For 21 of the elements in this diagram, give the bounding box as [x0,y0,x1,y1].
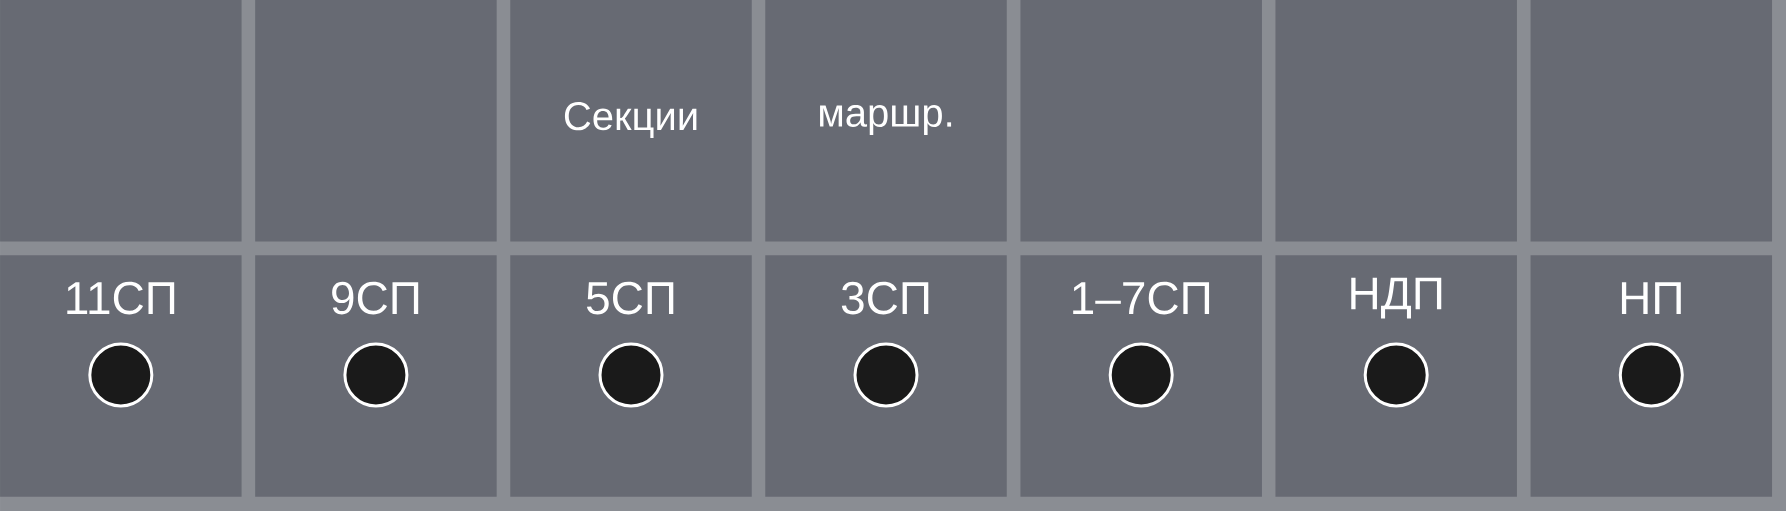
indicator-lamp [853,342,919,408]
panel-cell: НДП [1275,255,1517,497]
indicator-lamp [1363,342,1429,408]
indicator-lamp [598,342,664,408]
panel-cell: 9СП [255,255,497,497]
panel-cell [255,0,497,242]
panel-cell: маршр. [765,0,1007,242]
indicator-lamp [1618,342,1684,408]
panel-cell [0,0,242,242]
indicator-lamp [343,342,409,408]
panel-cell: 11СП [0,255,242,497]
indicator-lamp [1108,342,1174,408]
panel-cell: 5СП [510,255,752,497]
panel-cell: Секции [510,0,752,242]
panel-cell: 3СП [765,255,1007,497]
panel-cell: 1–7СП [1020,255,1262,497]
panel-cell [1020,0,1262,242]
panel-cell: НП [1530,255,1773,497]
indicator-lamp [88,342,154,408]
panel-cell [1530,0,1773,242]
panel-cell [1275,0,1517,242]
